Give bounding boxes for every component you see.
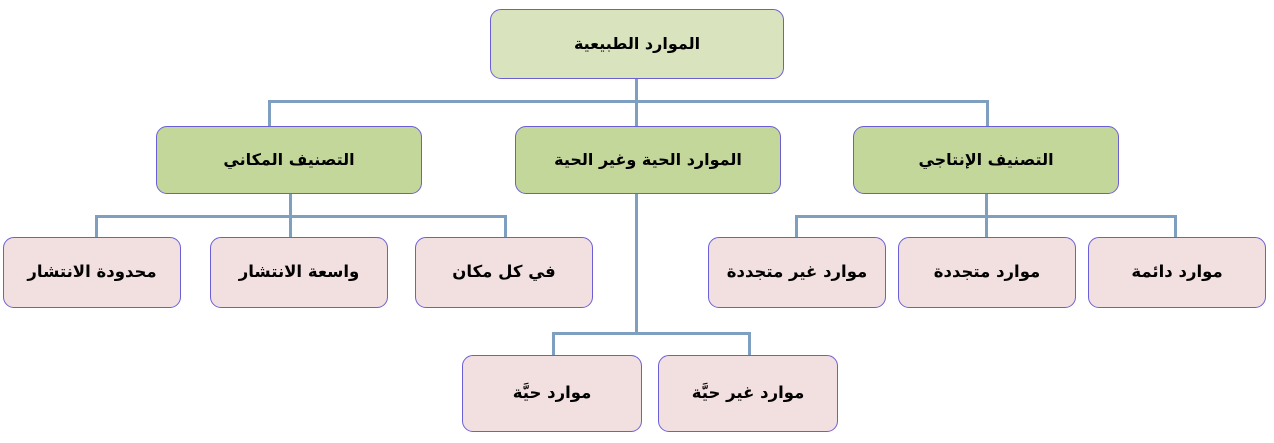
node-leaf-nonrenewable-resources[interactable]: موارد غير متجددة: [708, 237, 886, 308]
connector-level2-bus: [268, 100, 988, 103]
connector-drop-branch-left: [986, 100, 989, 127]
node-leaf-permanent-resources[interactable]: موارد دائمة: [1088, 237, 1266, 308]
connector-spatial-stem: [289, 193, 292, 217]
connector-spatial-bus: [95, 215, 507, 218]
connector-drop-living-1: [552, 332, 555, 356]
connector-drop-productive-2: [985, 215, 988, 238]
connector-living-stem: [635, 193, 638, 335]
node-leaf-limited-distribution[interactable]: محدودة الانتشار: [3, 237, 181, 308]
node-leaf-widespread[interactable]: واسعة الانتشار: [210, 237, 388, 308]
node-branch-spatial-classification[interactable]: التصنيف المكاني: [156, 126, 422, 194]
node-branch-productive-classification[interactable]: التصنيف الإنتاجي: [853, 126, 1119, 194]
node-branch-living-and-nonliving[interactable]: الموارد الحية وغير الحية: [515, 126, 781, 194]
node-leaf-renewable-resources[interactable]: موارد متجددة: [898, 237, 1076, 308]
connector-drop-living-2: [748, 332, 751, 356]
connector-drop-productive-1: [795, 215, 798, 238]
connector-drop-spatial-3: [504, 215, 507, 238]
connector-drop-spatial-2: [289, 215, 292, 238]
node-root-natural-resources[interactable]: الموارد الطبيعية: [490, 9, 784, 79]
connector-productive-stem: [985, 193, 988, 217]
node-leaf-nonliving-resources[interactable]: موارد غير حيَّة: [658, 355, 838, 432]
connector-living-bus: [552, 332, 751, 335]
connector-drop-branch-center: [635, 100, 638, 127]
node-leaf-living-resources[interactable]: موارد حيَّة: [462, 355, 642, 432]
connector-drop-branch-right: [268, 100, 271, 127]
node-leaf-everywhere[interactable]: في كل مكان: [415, 237, 593, 308]
connector-root-stem: [635, 78, 638, 102]
connector-drop-productive-3: [1174, 215, 1177, 238]
connector-drop-spatial-1: [95, 215, 98, 238]
